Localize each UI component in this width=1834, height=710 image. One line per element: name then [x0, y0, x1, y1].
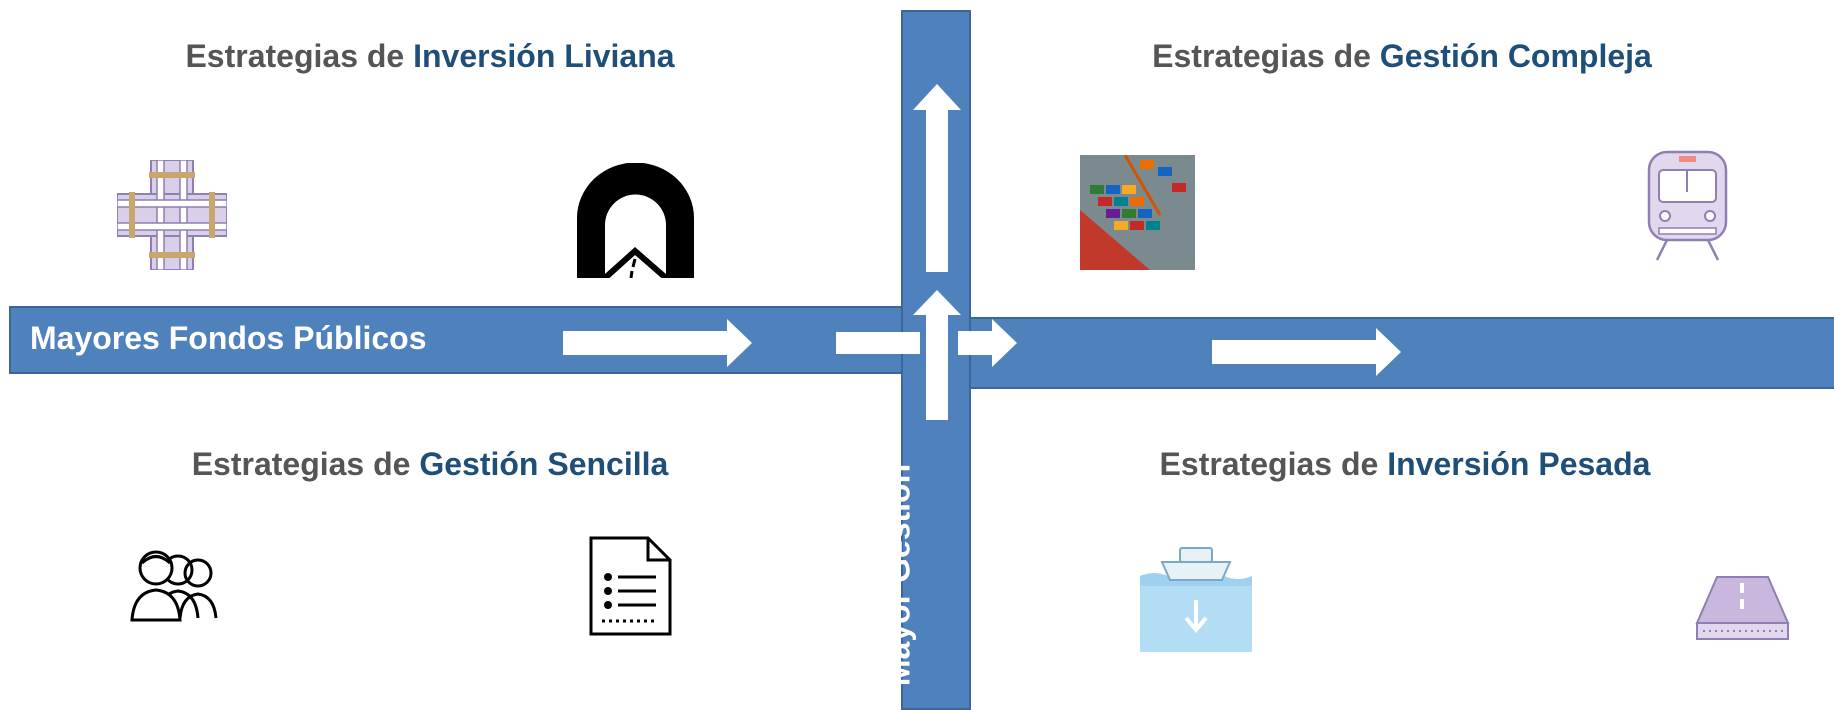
title-highlight: Inversión Liviana: [413, 38, 675, 74]
title-highlight: Gestión Sencilla: [419, 446, 669, 482]
arrow-segment: [836, 332, 920, 354]
arrow-up-icon: [913, 84, 961, 272]
arrow-right-icon: [563, 319, 752, 367]
train-icon: [1645, 148, 1730, 263]
arrow-up-icon: [913, 290, 961, 420]
title-prefix: Estrategias de: [185, 38, 414, 74]
people-group-icon: [128, 548, 223, 623]
title-gestion-compleja: Estrategias de Gestión Compleja: [1152, 38, 1652, 75]
document-list-icon: [588, 535, 673, 637]
title-gestion-sencilla: Estrategias de Gestión Sencilla: [192, 446, 669, 483]
rail-crossing-icon: [116, 159, 228, 271]
title-prefix: Estrategias de: [1152, 38, 1380, 74]
horizontal-band-left: [9, 306, 909, 374]
title-prefix: Estrategias de: [191, 446, 420, 482]
road-bridge-icon: [1695, 575, 1790, 645]
port-dredging-icon: [1140, 540, 1252, 652]
title-highlight: Inversión Pesada: [1387, 446, 1651, 482]
tunnel-icon: [577, 162, 694, 281]
title-highlight: Gestión Compleja: [1379, 38, 1652, 74]
horizontal-axis-label: Mayores Fondos Públicos: [30, 320, 427, 356]
title-inversion-liviana: Estrategias de Inversión Liviana: [185, 38, 674, 75]
arrow-right-icon: [1212, 328, 1401, 376]
container-ship-photo: [1080, 154, 1195, 270]
title-prefix: Estrategias de: [1159, 446, 1388, 482]
arrow-right-icon: [958, 319, 1017, 367]
title-inversion-pesada: Estrategias de Inversión Pesada: [1160, 446, 1651, 483]
